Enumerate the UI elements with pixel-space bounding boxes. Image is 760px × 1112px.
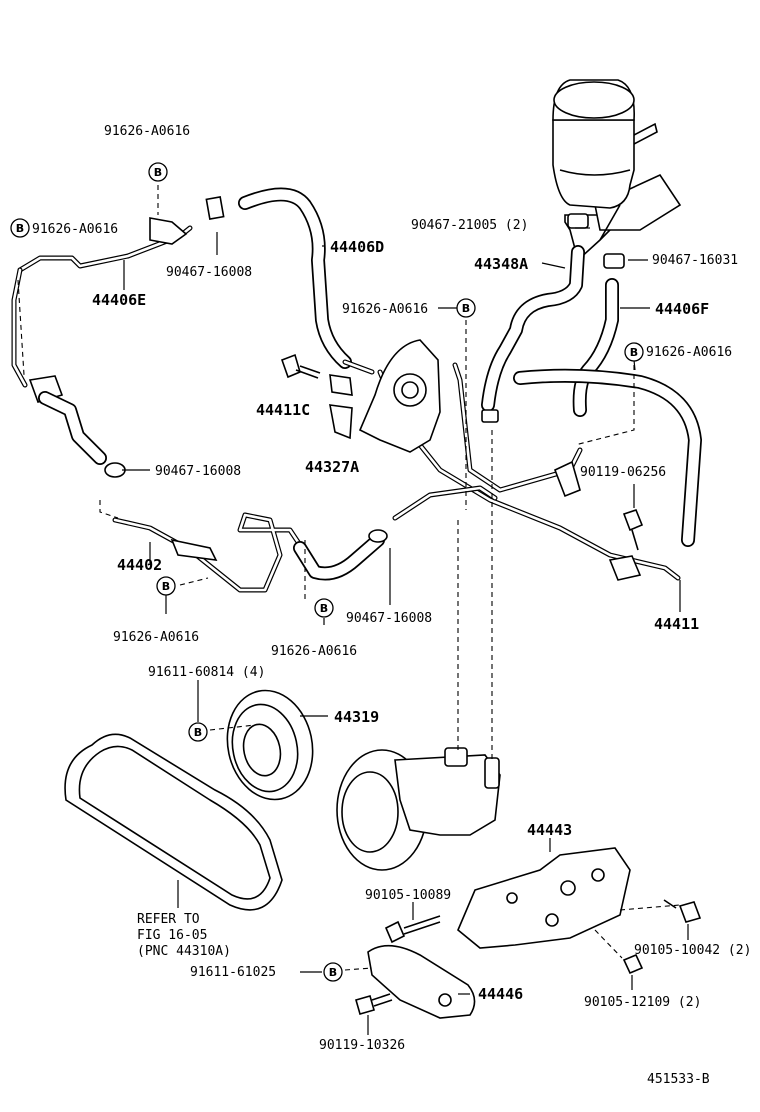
label-c19: 90119-06256 (580, 465, 666, 480)
label-c5: 44406D (330, 238, 384, 256)
b-symbol-3: B (456, 298, 476, 318)
svg-text:B: B (154, 166, 162, 179)
label-c9: 90467-16008 (155, 464, 241, 479)
b-symbol-6: B (314, 598, 334, 618)
power-steering-pump (336, 747, 501, 871)
label-c32: (PNC 44310A) (137, 944, 231, 959)
label-c11: 91626-A0616 (113, 630, 199, 645)
svg-text:B: B (329, 966, 337, 979)
b-symbol-5: B (156, 576, 176, 596)
b-symbol-4: B (624, 342, 644, 362)
hose-44406F (513, 253, 702, 547)
label-c33: 451533-B (647, 1072, 710, 1087)
svg-text:B: B (630, 346, 638, 359)
pipe-44402 (112, 485, 498, 593)
b-symbol-2: B (10, 218, 30, 238)
label-c27: 44446 (478, 985, 523, 1003)
label-c31: FIG 16-05 (137, 928, 207, 943)
label-c4: 44406E (92, 291, 146, 309)
bolt-90105-12109 (622, 953, 644, 975)
pipe-44411 (377, 362, 681, 581)
pipe-44406E (11, 217, 193, 465)
pump-bracket-center (329, 339, 441, 453)
label-c30: REFER TO (137, 912, 200, 927)
svg-text:B: B (462, 302, 470, 315)
label-c26: 91611-61025 (190, 965, 276, 980)
alignment-dashes (17, 185, 681, 971)
label-c8: 44327A (305, 458, 359, 476)
bracket-44446 (367, 944, 476, 1019)
leader-lines (122, 227, 689, 1035)
hose-44406D (205, 187, 375, 375)
bolt-90105-10042 (663, 899, 702, 923)
drive-belt (64, 733, 283, 911)
label-c10: 44402 (117, 556, 162, 574)
label-c22: 44319 (334, 708, 379, 726)
bolt-90105-10089 (384, 915, 441, 944)
label-c20: 44411 (654, 615, 699, 633)
hose-44348A (481, 213, 589, 423)
bolt-90119-10326 (355, 993, 393, 1015)
label-c28: 90105-12109 (2) (584, 995, 701, 1010)
reservoir-tank (552, 79, 682, 262)
label-c12: 90467-16008 (346, 611, 432, 626)
label-c13: 91626-A0616 (271, 644, 357, 659)
label-c7: 44411C (256, 401, 310, 419)
svg-text:B: B (194, 726, 202, 739)
label-c6: 91626-A0616 (342, 302, 428, 317)
label-c1: 91626-A0616 (104, 124, 190, 139)
bolt-90119-06256 (622, 509, 644, 551)
svg-text:B: B (320, 602, 328, 615)
b-symbol-8: B (323, 962, 343, 982)
bracket-44443 (457, 847, 631, 949)
label-c14: 90467-21005 (2) (411, 218, 528, 233)
label-c2: 91626-A0616 (32, 222, 118, 237)
clamp-90467-16008-c (368, 529, 388, 543)
label-c15: 44348A (474, 255, 528, 273)
label-c16: 90467-16031 (652, 253, 738, 268)
pulley-44319 (226, 689, 314, 801)
b-symbols: B B B B B B B B (10, 162, 644, 982)
label-c29: 90119-10326 (319, 1038, 405, 1053)
b-symbol-7: B (188, 722, 208, 742)
label-c23: 44443 (527, 821, 572, 839)
label-c25: 90105-10042 (2) (634, 943, 751, 958)
label-c18: 91626-A0616 (646, 345, 732, 360)
label-c24: 90105-10089 (365, 888, 451, 903)
label-c21: 91611-60814 (4) (148, 665, 265, 680)
label-c17: 44406F (655, 300, 709, 318)
svg-text:B: B (162, 580, 170, 593)
bolt-44411C (280, 353, 321, 379)
part-labels: 91626-A0616 91626-A0616 90467-16008 4440… (32, 124, 751, 1087)
svg-text:B: B (16, 222, 24, 235)
b-symbol-1: B (148, 162, 168, 182)
label-c3: 90467-16008 (166, 265, 252, 280)
